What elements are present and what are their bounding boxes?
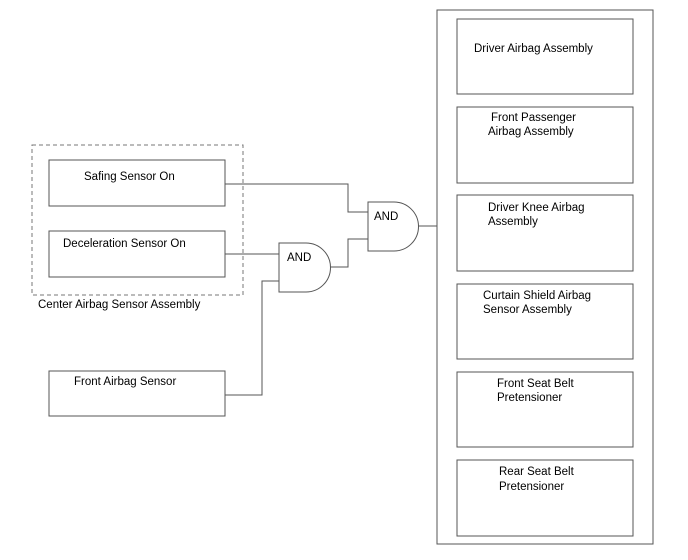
front-passenger-airbag-label-line-1: Front Passenger bbox=[491, 112, 576, 124]
rear-seat-belt-label-line-1: Rear Seat Belt bbox=[499, 466, 575, 478]
curtain-shield-airbag-label-line-1: Curtain Shield Airbag bbox=[483, 290, 591, 302]
wire-and-1-to-and-2 bbox=[330, 238, 368, 268]
and-gate-2 bbox=[367, 201, 419, 252]
curtain-shield-airbag-label-line-2: Sensor Assembly bbox=[483, 304, 572, 316]
driver-knee-airbag-box bbox=[456, 194, 634, 272]
and-gate-1-label: AND bbox=[287, 252, 311, 264]
center-assembly-group bbox=[31, 144, 244, 296]
driver-airbag-box bbox=[456, 18, 634, 95]
curtain-shield-airbag-box bbox=[456, 283, 634, 360]
front-passenger-airbag-label-line-2: Airbag Assembly bbox=[488, 126, 574, 138]
deceleration-sensor-box bbox=[48, 230, 226, 278]
driver-airbag-label-line-1: Driver Airbag Assembly bbox=[474, 43, 593, 55]
front-seat-belt-label-line-2: Pretensioner bbox=[497, 392, 562, 404]
front-airbag-sensor-box bbox=[48, 370, 226, 417]
rear-seat-belt-label-line-2: Pretensioner bbox=[499, 481, 564, 493]
and-gate-1 bbox=[278, 242, 331, 293]
deceleration-sensor-label: Deceleration Sensor On bbox=[63, 238, 186, 250]
driver-knee-airbag-label-line-2: Assembly bbox=[488, 216, 538, 228]
center-assembly-label: Center Airbag Sensor Assembly bbox=[38, 299, 201, 311]
rear-seat-belt-box bbox=[456, 459, 634, 537]
front-seat-belt-label-line-1: Front Seat Belt bbox=[497, 378, 575, 390]
wire-safing-to-and-2 bbox=[225, 183, 368, 213]
driver-knee-airbag-label-line-1: Driver Knee Airbag bbox=[488, 202, 585, 214]
and-gate-2-label: AND bbox=[374, 211, 398, 223]
wire-front-sensor-to-and-1 bbox=[225, 280, 279, 396]
front-seat-belt-box bbox=[456, 371, 634, 448]
safing-sensor-label: Safing Sensor On bbox=[84, 171, 175, 183]
safing-sensor-box bbox=[48, 159, 226, 207]
outputs-container bbox=[436, 9, 654, 545]
front-airbag-sensor-label: Front Airbag Sensor bbox=[74, 376, 176, 388]
front-passenger-airbag-box bbox=[456, 106, 634, 184]
